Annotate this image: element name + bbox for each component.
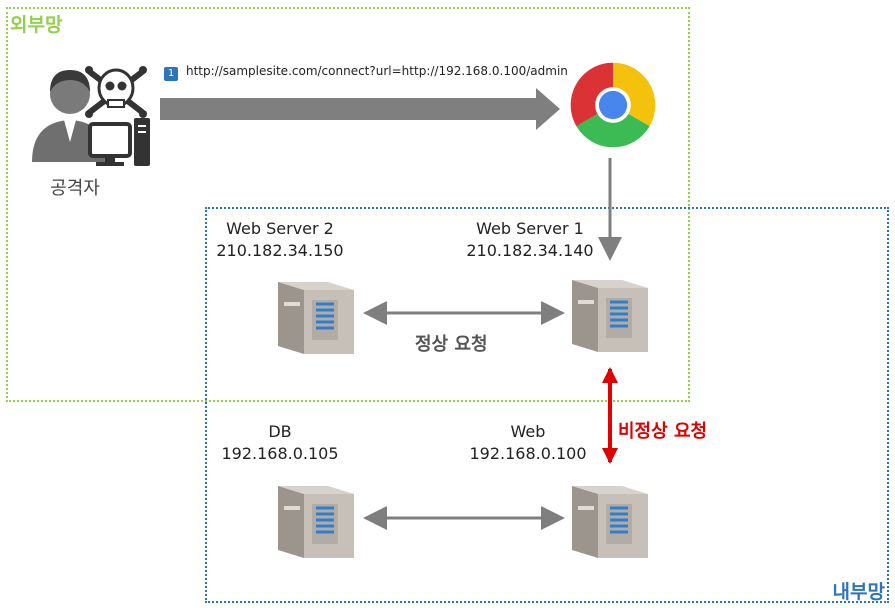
web-server-ip: 192.168.0.100 [469, 444, 587, 463]
web-server-1-name: Web Server 1 [476, 219, 584, 238]
web-server-2-icon [278, 282, 354, 354]
web-server-1-label: Web Server 1 210.182.34.140 [450, 218, 610, 262]
db-server-label: DB 192.168.0.105 [200, 421, 360, 465]
web-server-name: Web [510, 422, 546, 441]
external-network-zone [6, 7, 690, 402]
web-server-2-label: Web Server 2 210.182.34.150 [200, 218, 360, 262]
internal-network-label: 내부망 [832, 581, 885, 603]
step-badge: 1 [164, 67, 178, 81]
hacker-with-skull-icon [32, 66, 150, 166]
web-server-1-icon [572, 280, 648, 352]
normal-request-label: 정상 요청 [415, 334, 488, 355]
attack-request-arrow [160, 88, 560, 130]
web-server-2-name: Web Server 2 [226, 219, 334, 238]
attacker-label: 공격자 [50, 178, 100, 199]
db-server-ip: 192.168.0.105 [221, 444, 339, 463]
web-server-label: Web 192.168.0.100 [448, 421, 608, 465]
attack-url-text: http://samplesite.com/connect?url=http:/… [186, 64, 568, 78]
web-server-1-ip: 210.182.34.140 [466, 241, 594, 260]
web-server-2-ip: 210.182.34.150 [216, 241, 344, 260]
db-server-name: DB [268, 422, 292, 441]
db-server-icon [278, 486, 354, 558]
web-server-icon [572, 486, 648, 558]
external-network-label: 외부망 [10, 14, 63, 36]
chrome-logo-icon [570, 62, 656, 148]
internal-network-zone [205, 207, 889, 603]
abnormal-request-label: 비정상 요청 [618, 421, 708, 442]
